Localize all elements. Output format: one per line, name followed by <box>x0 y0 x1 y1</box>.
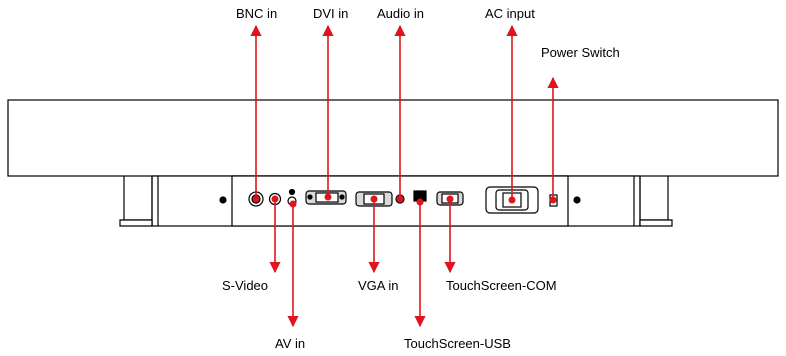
label-av-in: AV in <box>275 336 306 351</box>
label-vga-in: VGA in <box>358 278 399 293</box>
label-touchscreen-usb: TouchScreen-USB <box>404 336 511 351</box>
left-mount-bracket <box>123 176 152 221</box>
panel-screw-left-icon <box>219 196 227 204</box>
label-s-video: S-Video <box>222 278 269 293</box>
label-dvi-in: DVI in <box>313 6 349 21</box>
label-touchscreen-com: TouchScreen-COM <box>446 278 557 293</box>
label-ac-input: AC input <box>485 6 535 21</box>
label-power-switch: Power Switch <box>541 45 620 60</box>
monitor-top-bezel <box>7 99 779 177</box>
callout-lines <box>250 24 559 328</box>
right-mount-bracket <box>640 176 669 221</box>
label-bnc-in: BNC in <box>236 6 278 21</box>
label-audio-in: Audio in <box>377 6 424 21</box>
panel-screw-right-icon <box>573 196 581 204</box>
